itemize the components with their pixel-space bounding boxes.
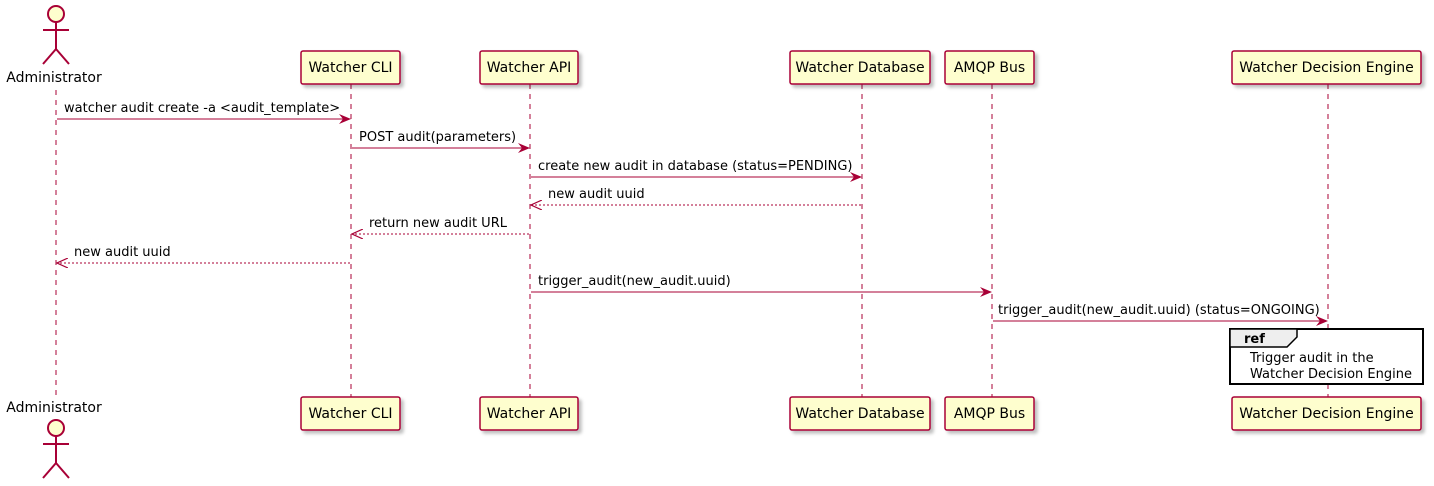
message-1: watcher audit create -a <audit_template> <box>57 101 351 124</box>
participant-watcher-decision-engine-bottom: Watcher Decision Engine <box>1231 396 1422 431</box>
participant-watcher-cli-top: Watcher CLI <box>300 50 401 85</box>
participant-label: Watcher API <box>487 60 572 76</box>
participant-watcher-api-bottom: Watcher API <box>479 396 579 431</box>
message-4: new audit uuid <box>531 187 861 205</box>
message-7: trigger_audit(new_audit.uuid) <box>531 274 992 297</box>
actor-label-administrator-bottom: Administrator <box>6 400 102 416</box>
participant-amqp-bus-bottom: AMQP Bus <box>944 396 1035 431</box>
message-label: new audit uuid <box>548 187 645 202</box>
participant-label: Watcher Database <box>795 60 924 76</box>
participant-amqp-bus-top: AMQP Bus <box>944 50 1035 85</box>
actor-leg-left <box>42 462 57 479</box>
message-label: watcher audit create -a <audit_template> <box>64 101 340 116</box>
ref-frame-tag: ref <box>1244 332 1265 347</box>
message-6: new audit uuid <box>57 245 350 263</box>
message-3: create new audit in database (status=PEN… <box>531 159 862 182</box>
ref-frame-tab <box>1229 328 1298 348</box>
participant-label: AMQP Bus <box>954 406 1025 422</box>
participant-watcher-database-top: Watcher Database <box>789 50 931 85</box>
message-label: return new audit URL <box>369 216 508 231</box>
message-5: return new audit URL <box>352 216 529 234</box>
message-label: trigger_audit(new_audit.uuid) <box>538 274 731 289</box>
ref-frame: ref Trigger audit in the Watcher Decisio… <box>1229 328 1424 385</box>
ref-frame-text-line2: Watcher Decision Engine <box>1250 367 1412 382</box>
message-2: POST audit(parameters) <box>352 130 530 153</box>
participant-label: AMQP Bus <box>954 60 1025 76</box>
message-label: new audit uuid <box>74 245 171 260</box>
lifelines <box>55 84 1329 397</box>
actor-administrator-top <box>42 5 70 65</box>
actor-head <box>47 5 65 23</box>
ref-frame-text-line1: Trigger audit in the <box>1249 351 1374 366</box>
participant-watcher-decision-engine-top: Watcher Decision Engine <box>1231 50 1422 85</box>
actor-head <box>47 419 65 437</box>
participant-label: Watcher Decision Engine <box>1239 60 1413 76</box>
participant-watcher-cli-bottom: Watcher CLI <box>300 396 401 431</box>
participant-label: Watcher CLI <box>308 60 392 76</box>
actor-leg-right <box>55 462 70 479</box>
participant-label: Watcher Decision Engine <box>1239 406 1413 422</box>
message-label: create new audit in database (status=PEN… <box>538 159 853 174</box>
participant-label: Watcher Database <box>795 406 924 422</box>
actor-label-administrator-top: Administrator <box>6 70 102 86</box>
message-8: trigger_audit(new_audit.uuid) (status=ON… <box>993 303 1328 326</box>
participant-label: Watcher API <box>487 406 572 422</box>
participant-label: Watcher CLI <box>308 406 392 422</box>
participant-watcher-api-top: Watcher API <box>479 50 579 85</box>
actor-administrator-bottom <box>42 419 70 479</box>
message-label: trigger_audit(new_audit.uuid) (status=ON… <box>998 303 1320 318</box>
message-label: POST audit(parameters) <box>359 130 516 145</box>
actor-leg-left <box>42 48 57 65</box>
participant-watcher-database-bottom: Watcher Database <box>789 396 931 431</box>
actor-leg-right <box>55 48 70 65</box>
